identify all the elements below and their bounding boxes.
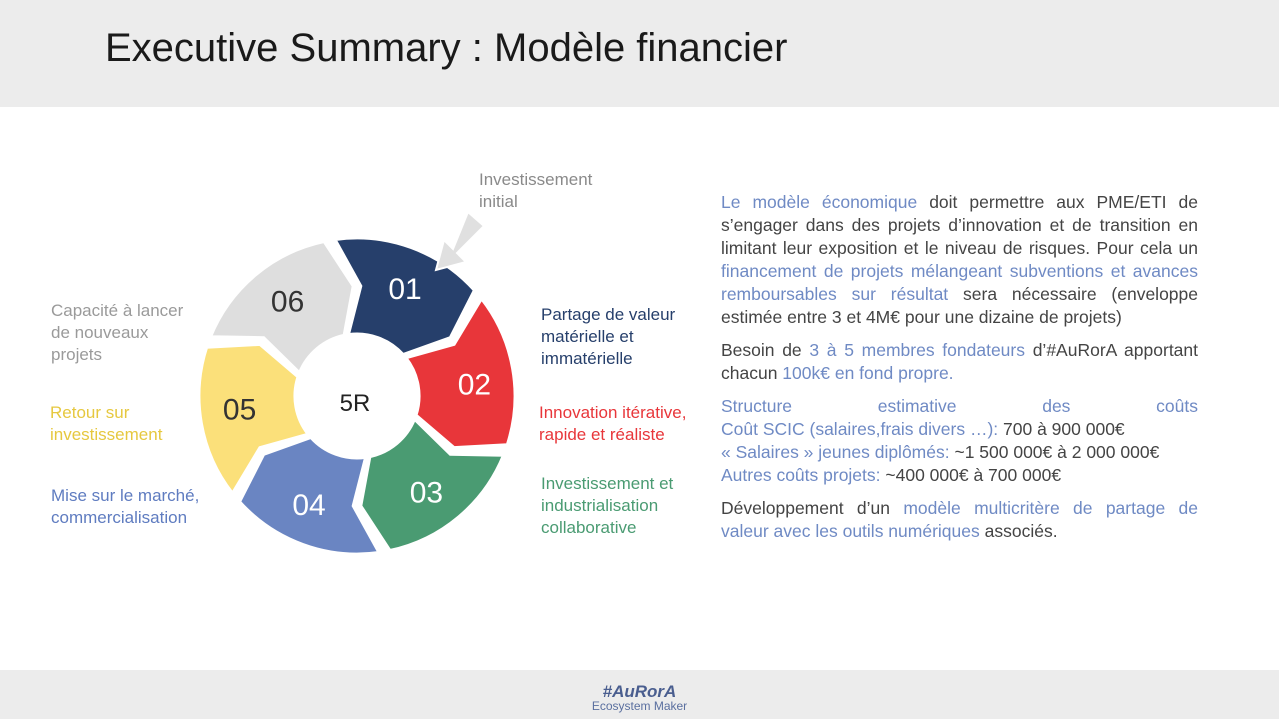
highlight-equity: 100k€ en fond propre. xyxy=(782,363,954,383)
text-need: Besoin de xyxy=(721,340,810,360)
highlight-founders: 3 à 5 membres fondateurs xyxy=(809,340,1025,360)
paragraph-business-model: Le modèle économique doit permettre aux … xyxy=(721,191,1198,329)
segment-06 xyxy=(208,239,355,376)
label-segment-03: Investissement et industrialisation coll… xyxy=(541,474,674,537)
cycle-diagram: 01 02 03 04 05 06 5R xyxy=(197,210,517,556)
header-bar xyxy=(0,0,1279,107)
label-initial-investment: Investissement initial xyxy=(479,170,593,211)
cost-label: Autres coûts projets: xyxy=(721,465,881,485)
cycle-segments: 01 02 03 04 05 06 xyxy=(197,236,517,556)
highlight-business-model: Le modèle économique xyxy=(721,192,918,212)
initial-arrow xyxy=(434,210,486,272)
segment-number-04: 04 xyxy=(292,489,325,522)
cost-value: ~1 500 000€ à 2 000 000€ xyxy=(949,442,1160,462)
heading-word: Structure xyxy=(721,396,792,416)
cost-value: ~400 000€ à 700 000€ xyxy=(880,465,1062,485)
label-segment-02: Innovation itérative, rapide et réaliste xyxy=(539,403,687,444)
label-segment-01: Partage de valeur matérielle et immatéri… xyxy=(541,305,676,368)
footer-bar xyxy=(0,670,1279,719)
brand-logo: #AuRorA xyxy=(602,682,677,701)
segment-05 xyxy=(197,342,311,496)
segment-number-03: 03 xyxy=(410,477,443,510)
heading-word: des xyxy=(1042,396,1071,416)
paragraph-founders: Besoin de 3 à 5 membres fondateurs d’#Au… xyxy=(721,339,1198,385)
cost-label: « Salaires » jeunes diplômés: xyxy=(721,442,950,462)
text-business-model: doit permettre aux PME/ETI de s’engager … xyxy=(721,192,1198,258)
text-envelope: sera nécessaire (enveloppe estimée entre… xyxy=(721,284,1199,327)
segment-number-02: 02 xyxy=(458,369,491,402)
cost-value: 700 à 900 000€ xyxy=(998,419,1125,439)
page-title: Executive Summary : Modèle financier xyxy=(105,26,788,70)
text-contribution: d’#AuRorA apportant chacun xyxy=(721,340,1199,383)
center-label: 5R xyxy=(340,390,371,417)
cost-line-scic: Coût SCIC (salaires,frais divers …): 700… xyxy=(721,418,1198,441)
label-segment-05: Retour sur investissement xyxy=(50,403,163,444)
heading-word: coûts xyxy=(1156,396,1198,416)
label-segment-06: Capacité à lancer de nouveaux projets xyxy=(51,301,184,364)
financial-model-text: Le modèle économique doit permettre aux … xyxy=(721,191,1198,553)
segment-number-05: 05 xyxy=(223,393,256,426)
paragraph-value-sharing: Développement d’un modèle multicritère d… xyxy=(721,497,1198,543)
highlight-multicriteria: modèle multicritère de partage de valeur… xyxy=(721,498,1198,541)
heading-word: estimative xyxy=(877,396,957,416)
segment-02 xyxy=(403,296,517,450)
segment-number-01: 01 xyxy=(388,273,421,306)
paragraph-cost-structure: Structure estimative des coûts Coût SCIC (s… xyxy=(721,395,1198,487)
segment-03 xyxy=(359,416,506,553)
cost-label: Coût SCIC (salaires,frais divers …): xyxy=(721,419,999,439)
text-associated: associés. xyxy=(979,521,1058,541)
cost-line-salaries: « Salaires » jeunes diplômés: ~1 500 000… xyxy=(721,441,1198,464)
label-segment-04: Mise sur le marché, commercialisation xyxy=(51,486,200,527)
highlight-financing: financement de projets mélangeant subven… xyxy=(721,261,1198,304)
cost-line-other: Autres coûts projets: ~400 000€ à 700 00… xyxy=(721,464,1198,487)
cost-structure-heading: Structure estimative des coûts xyxy=(721,395,1198,418)
text-development: Développement d’un xyxy=(721,498,904,518)
brand-tagline: Ecosystem Maker xyxy=(591,699,688,713)
segment-04 xyxy=(237,435,382,556)
segment-number-06: 06 xyxy=(271,286,304,319)
